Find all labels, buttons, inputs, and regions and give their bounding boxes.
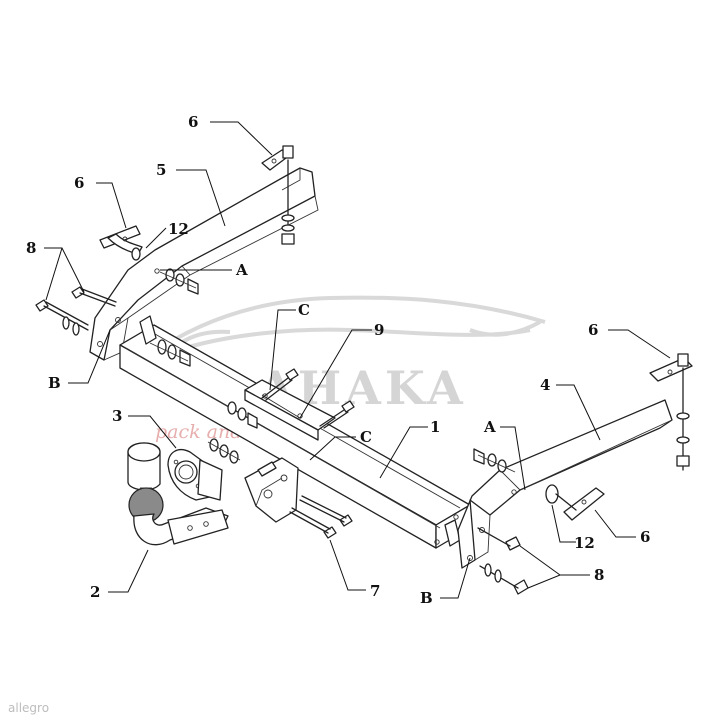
- callout-part-6-right-top: 6: [588, 321, 598, 339]
- callout-part-6-top: 6: [188, 113, 198, 131]
- mounting-plate-top: [261, 145, 295, 245]
- right-side-bracket: [457, 399, 673, 569]
- callout-point-a-left: A: [235, 261, 248, 279]
- tow-ball-assembly: [127, 442, 229, 546]
- watermark-car-icon: [148, 295, 546, 363]
- callout-part-12-left: 12: [168, 220, 189, 238]
- coupling-socket-plate: [167, 438, 241, 501]
- callout-part-2: 2: [90, 583, 100, 601]
- callout-part-9: 9: [374, 321, 384, 339]
- hitch-bolts: [289, 495, 353, 539]
- corner-watermark: allegro: [8, 701, 49, 715]
- callout-part-3: 3: [112, 407, 122, 425]
- callout-point-b-left: B: [48, 374, 61, 392]
- callout-point-c-mid: C: [360, 428, 372, 446]
- mounting-plate-right-top: [649, 353, 693, 471]
- ball-mount-plate: [244, 379, 336, 441]
- tow-hook-receiver: [244, 457, 299, 523]
- nut-set-a-left: [159, 268, 199, 295]
- callout-part-8-right: 8: [594, 566, 604, 584]
- leader-lines: [44, 121, 671, 599]
- callout-part-6-right-lower: 6: [640, 528, 650, 546]
- callout-point-b-right: B: [420, 589, 433, 607]
- callout-part-4: 4: [540, 376, 550, 394]
- bolt-set-c: [227, 368, 355, 429]
- callout-labels: 6 6 5 12 8 A B C 9 3 1 C 2 7 6 4 A 6 12 …: [26, 113, 650, 607]
- callout-part-12-right: 12: [574, 534, 595, 552]
- mounting-plate-left: [99, 225, 143, 261]
- callout-part-5: 5: [156, 161, 166, 179]
- callout-part-8-left: 8: [26, 239, 36, 257]
- callout-part-1: 1: [430, 418, 440, 436]
- callout-part-7: 7: [370, 582, 380, 600]
- callout-point-c-top: C: [298, 301, 310, 319]
- nut-set-a-right: [473, 448, 516, 473]
- bolt-set-left: [35, 286, 117, 336]
- bolt-set-right: [477, 527, 529, 595]
- mounting-plate-right-lower: [545, 484, 605, 521]
- callout-part-6-left: 6: [74, 174, 84, 192]
- callout-point-a-right: A: [483, 418, 496, 436]
- washer-set-beam-left: [149, 339, 191, 367]
